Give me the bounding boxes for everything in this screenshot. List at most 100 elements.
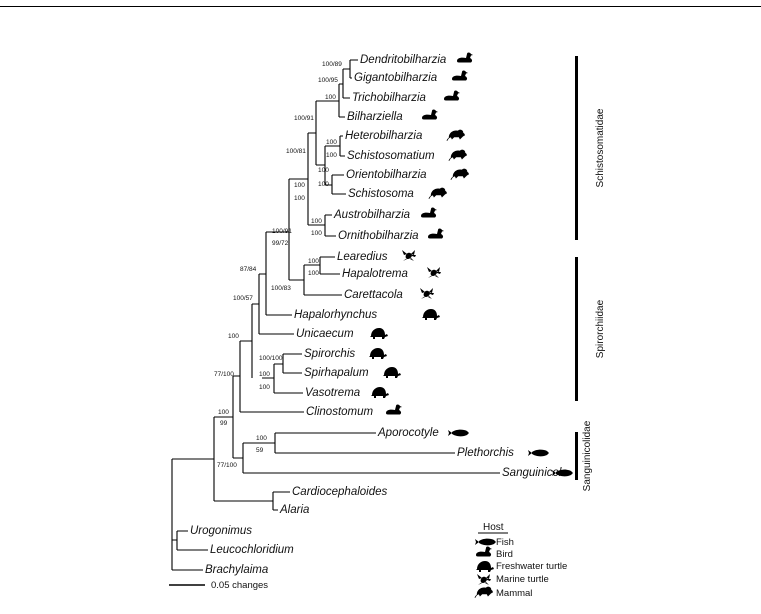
freshwater-turtle-icon (369, 348, 387, 359)
taxon-label: Spirorchis (304, 348, 355, 360)
support-value: 87/84 (240, 266, 257, 273)
taxon-label: Cardiocephaloides (292, 486, 388, 498)
branch (325, 84, 345, 118)
taxon-label: Austrobilharzia (333, 209, 410, 221)
support-value: 100 (311, 218, 322, 225)
support-value: 77/100 (214, 371, 234, 378)
host-legend: Host Fish Bird Freshwater turtle Marine … (474, 522, 567, 599)
clade-bar-spirorchiidae (575, 257, 578, 401)
tree-branches (171, 59, 500, 571)
taxon-label: Aporocotyle (377, 427, 439, 439)
branch (214, 376, 234, 458)
support-value: 100 (326, 139, 337, 146)
marine-turtle-icon (427, 267, 441, 278)
branch (343, 59, 358, 79)
bird-icon (386, 404, 402, 415)
legend-title: Host (483, 522, 504, 533)
legend-item-label: Mammal (496, 588, 532, 599)
branch (233, 341, 304, 413)
taxon-label: Schistosoma (348, 188, 414, 200)
support-value: 100/57 (233, 295, 253, 302)
branch (289, 265, 342, 296)
taxon-label: Heterobilharzia (345, 130, 422, 142)
support-value: 100 (228, 333, 239, 340)
freshwater-turtle-icon (476, 561, 494, 572)
support-value: 100/95 (318, 77, 338, 84)
taxon-labels: Dendritobilharzia Gigantobilharzia Trich… (190, 54, 568, 576)
branch (243, 432, 455, 454)
fish-icon (475, 538, 496, 546)
freshwater-turtle-icon (370, 328, 388, 339)
branch (316, 146, 326, 185)
taxon-label: Vasotrema (305, 387, 360, 399)
support-value: 99 (220, 420, 228, 427)
clade-label-schistosomatidae: Schistosomatidae (595, 108, 606, 187)
support-value: 100 (294, 195, 305, 202)
clade-bars: Schistosomatidae Spirorchiidae Sanguinic… (575, 56, 606, 491)
taxon-label: Alaria (279, 504, 309, 516)
support-value: 77/100 (217, 462, 237, 469)
mammal-icon (448, 149, 467, 162)
branch (289, 133, 309, 225)
freshwater-turtle-icon (371, 387, 389, 398)
taxon-label: Brachylaima (205, 564, 268, 576)
support-value: 100 (311, 230, 322, 237)
taxon-label: Dendritobilharzia (360, 54, 446, 66)
marine-turtle-icon (477, 574, 491, 585)
clade-bar-sanguinicolidae (575, 432, 578, 480)
taxon-label: Gigantobilharzia (354, 72, 437, 84)
support-value: 100/83 (271, 285, 291, 292)
freshwater-turtle-icon (383, 367, 401, 378)
bird-icon (422, 109, 438, 120)
fish-icon (448, 429, 469, 437)
branch (304, 256, 340, 275)
support-value: 100/91 (294, 115, 314, 122)
taxon-label: Bilharziella (347, 111, 403, 123)
branch (259, 232, 292, 316)
mammal-icon (428, 187, 447, 200)
clade-bar-schistosomatidae (575, 56, 578, 240)
scale-bar: 0.05 changes (169, 580, 268, 591)
freshwater-turtle-icon (422, 309, 440, 320)
branch (171, 459, 203, 571)
support-value: 100/91 (272, 228, 292, 235)
support-value: 99/72 (272, 240, 289, 247)
support-value: 100/100 (259, 355, 283, 362)
support-value: 100 (318, 181, 329, 188)
support-value: 100 (325, 94, 336, 101)
taxon-label: Spirhapalum (304, 367, 369, 379)
scale-bar-label: 0.05 changes (211, 580, 268, 591)
clade-label-sanguinicolidae: Sanguinicolidae (582, 420, 593, 491)
taxon-label: Ornithobilharzia (338, 230, 419, 242)
branch (233, 443, 500, 474)
taxon-label: Clinostomum (306, 406, 374, 418)
branch (308, 100, 325, 165)
legend-item-label: Freshwater turtle (496, 561, 567, 572)
support-value: 100/81 (286, 148, 306, 155)
support-value: 100 (294, 182, 305, 189)
taxon-label: Urogonimus (190, 525, 252, 537)
bird-icon (444, 90, 460, 101)
support-value: 100 (218, 409, 229, 416)
marine-turtle-icon (402, 250, 416, 261)
mammal-icon (446, 129, 465, 142)
branch (325, 174, 346, 195)
taxon-label: Orientobilharzia (346, 169, 427, 181)
support-values: 100/89 100/95 100 100/91 100 100 100/81 … (214, 61, 342, 469)
support-value: 59 (256, 447, 264, 454)
bird-icon (428, 228, 444, 239)
support-value: 100 (259, 371, 270, 378)
fish-icon (528, 449, 549, 457)
support-value: 100 (308, 270, 319, 277)
taxon-label: Hapalorhynchus (294, 309, 377, 321)
branch (308, 214, 336, 237)
branch (172, 530, 208, 551)
taxon-label: Hapalotrema (342, 268, 408, 280)
bird-icon (476, 546, 492, 557)
legend-item-label: Bird (496, 549, 513, 560)
branch (214, 491, 290, 511)
taxon-label: Leucochloridium (210, 544, 294, 556)
branch (325, 135, 345, 157)
bird-icon (452, 70, 468, 81)
branch (252, 274, 294, 335)
